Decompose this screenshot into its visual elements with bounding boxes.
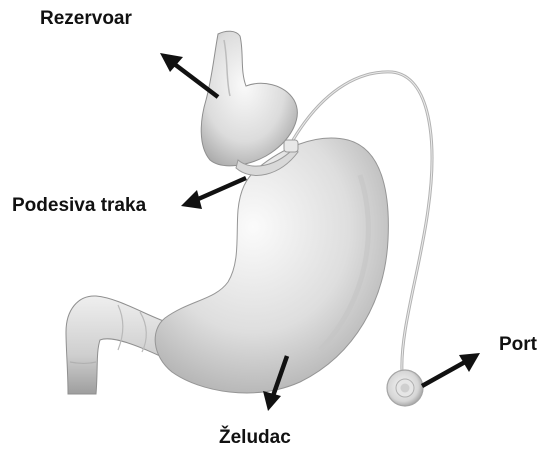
stomach: [155, 138, 388, 393]
arrow-band: [181, 178, 246, 209]
label-port: Port: [499, 335, 537, 354]
label-reservoir: Rezervoar: [40, 9, 132, 28]
gastric-pouch: [201, 31, 297, 166]
arrow-port: [422, 353, 480, 386]
band-buckle: [284, 140, 298, 152]
label-stomach: Želudac: [219, 428, 291, 447]
port-center: [401, 384, 410, 393]
label-adjustable-band: Podesiva traka: [12, 196, 146, 215]
arrow-rezervoar: [160, 53, 218, 97]
